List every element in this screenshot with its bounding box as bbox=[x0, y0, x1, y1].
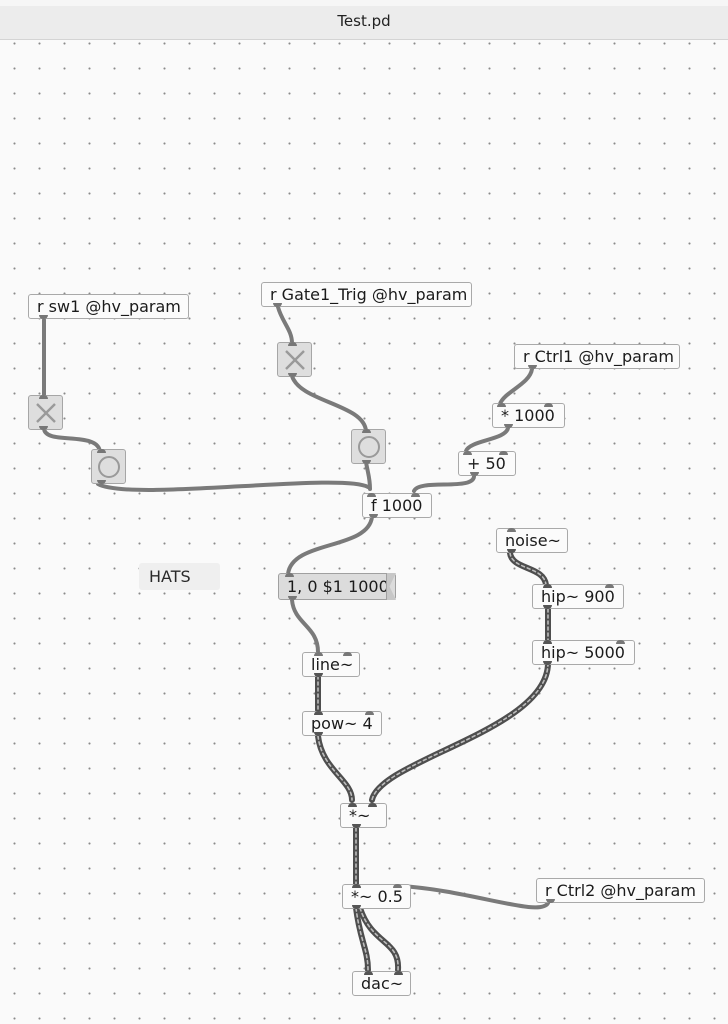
outlet[interactable] bbox=[546, 899, 555, 903]
bang-circle-icon bbox=[358, 436, 380, 458]
inlet[interactable] bbox=[343, 652, 352, 656]
object-line[interactable]: line~ bbox=[302, 652, 360, 677]
outlet[interactable] bbox=[352, 824, 361, 828]
inlet[interactable] bbox=[605, 584, 614, 588]
object-label: hip~ 900 bbox=[541, 587, 615, 606]
inlet[interactable] bbox=[463, 451, 472, 455]
message-box-envelope[interactable]: 1, 0 $1 1000 bbox=[278, 573, 396, 600]
object-mul-signal[interactable]: *~ bbox=[340, 803, 387, 828]
bang-circle-icon bbox=[98, 456, 120, 478]
inlet[interactable] bbox=[367, 493, 376, 497]
object-mul-0-5[interactable]: *~ 0.5 bbox=[342, 884, 411, 909]
inlet[interactable] bbox=[544, 403, 553, 407]
object-label: r Gate1_Trig @hv_param bbox=[270, 285, 468, 304]
window-title: Test.pd bbox=[337, 12, 391, 30]
outlet[interactable] bbox=[97, 480, 106, 484]
inlet[interactable] bbox=[314, 711, 323, 715]
inlet[interactable] bbox=[362, 429, 371, 433]
toggle-sw1[interactable] bbox=[28, 395, 63, 430]
bang-gate1[interactable] bbox=[351, 429, 386, 464]
comment-text: HATS bbox=[149, 567, 191, 586]
object-r-gate1-trig[interactable]: r Gate1_Trig @hv_param bbox=[261, 282, 472, 307]
object-label: * 1000 bbox=[501, 406, 555, 425]
bang-sw1[interactable] bbox=[91, 449, 126, 484]
inlet[interactable] bbox=[368, 803, 377, 807]
comment-hats: HATS bbox=[139, 563, 220, 590]
inlet[interactable] bbox=[543, 640, 552, 644]
inlet[interactable] bbox=[497, 403, 506, 407]
inlet[interactable] bbox=[348, 803, 357, 807]
object-f-1000[interactable]: f 1000 bbox=[362, 493, 432, 518]
inlet[interactable] bbox=[499, 451, 508, 455]
outlet[interactable] bbox=[273, 303, 282, 307]
outlet[interactable] bbox=[362, 460, 371, 464]
outlet[interactable] bbox=[314, 732, 323, 736]
toggle-x-icon bbox=[36, 403, 56, 423]
object-r-ctrl2[interactable]: r Ctrl2 @hv_param bbox=[536, 878, 705, 903]
patch-canvas[interactable] bbox=[0, 40, 728, 1024]
outlet[interactable] bbox=[470, 472, 479, 476]
object-r-sw1[interactable]: r sw1 @hv_param bbox=[28, 294, 189, 319]
object-label: f 1000 bbox=[371, 496, 423, 515]
title-bar-edge bbox=[0, 0, 728, 6]
outlet[interactable] bbox=[39, 426, 48, 430]
inlet[interactable] bbox=[507, 528, 516, 532]
title-bar[interactable]: Test.pd bbox=[0, 0, 728, 40]
object-noise[interactable]: noise~ bbox=[496, 528, 568, 553]
object-label: pow~ 4 bbox=[311, 714, 373, 733]
object-dac[interactable]: dac~ bbox=[352, 971, 411, 996]
outlet[interactable] bbox=[507, 549, 516, 553]
inlet[interactable] bbox=[364, 971, 373, 975]
object-label: *~ 0.5 bbox=[351, 887, 403, 906]
inlet[interactable] bbox=[97, 449, 106, 453]
inlet[interactable] bbox=[352, 884, 361, 888]
object-label: noise~ bbox=[505, 531, 561, 550]
toggle-x-icon bbox=[285, 350, 305, 370]
object-label: r Ctrl2 @hv_param bbox=[545, 881, 696, 900]
inlet[interactable] bbox=[543, 584, 552, 588]
outlet[interactable] bbox=[504, 424, 513, 428]
inlet[interactable] bbox=[39, 395, 48, 399]
outlet[interactable] bbox=[352, 905, 361, 909]
inlet[interactable] bbox=[616, 640, 625, 644]
outlet[interactable] bbox=[314, 673, 323, 677]
outlet[interactable] bbox=[369, 514, 378, 518]
inlet[interactable] bbox=[411, 493, 420, 497]
toggle-gate1[interactable] bbox=[277, 342, 312, 377]
object-label: *~ bbox=[349, 806, 371, 825]
inlet[interactable] bbox=[288, 342, 297, 346]
object-hip-5000[interactable]: hip~ 5000 bbox=[532, 640, 635, 665]
inlet[interactable] bbox=[314, 652, 323, 656]
outlet[interactable] bbox=[543, 661, 552, 665]
message-flag bbox=[386, 573, 396, 600]
object-add-50[interactable]: + 50 bbox=[458, 451, 516, 476]
object-mul-1000[interactable]: * 1000 bbox=[492, 403, 565, 428]
object-label: line~ bbox=[311, 655, 354, 674]
object-label: dac~ bbox=[361, 974, 404, 993]
object-label: hip~ 5000 bbox=[541, 643, 625, 662]
object-hip-900[interactable]: hip~ 900 bbox=[532, 584, 624, 609]
inlet[interactable] bbox=[393, 884, 402, 888]
outlet[interactable] bbox=[528, 365, 537, 369]
object-r-ctrl1[interactable]: r Ctrl1 @hv_param bbox=[514, 344, 680, 369]
inlet[interactable] bbox=[285, 573, 294, 577]
object-label: r sw1 @hv_param bbox=[37, 297, 181, 316]
object-label: + 50 bbox=[467, 454, 506, 473]
object-label: r Ctrl1 @hv_param bbox=[523, 347, 674, 366]
message-label: 1, 0 $1 1000 bbox=[287, 577, 389, 596]
inlet[interactable] bbox=[365, 711, 374, 715]
inlet[interactable] bbox=[394, 971, 403, 975]
object-pow-4[interactable]: pow~ 4 bbox=[302, 711, 382, 736]
outlet[interactable] bbox=[39, 315, 48, 319]
outlet[interactable] bbox=[288, 373, 297, 377]
outlet[interactable] bbox=[288, 596, 297, 600]
outlet[interactable] bbox=[543, 605, 552, 609]
